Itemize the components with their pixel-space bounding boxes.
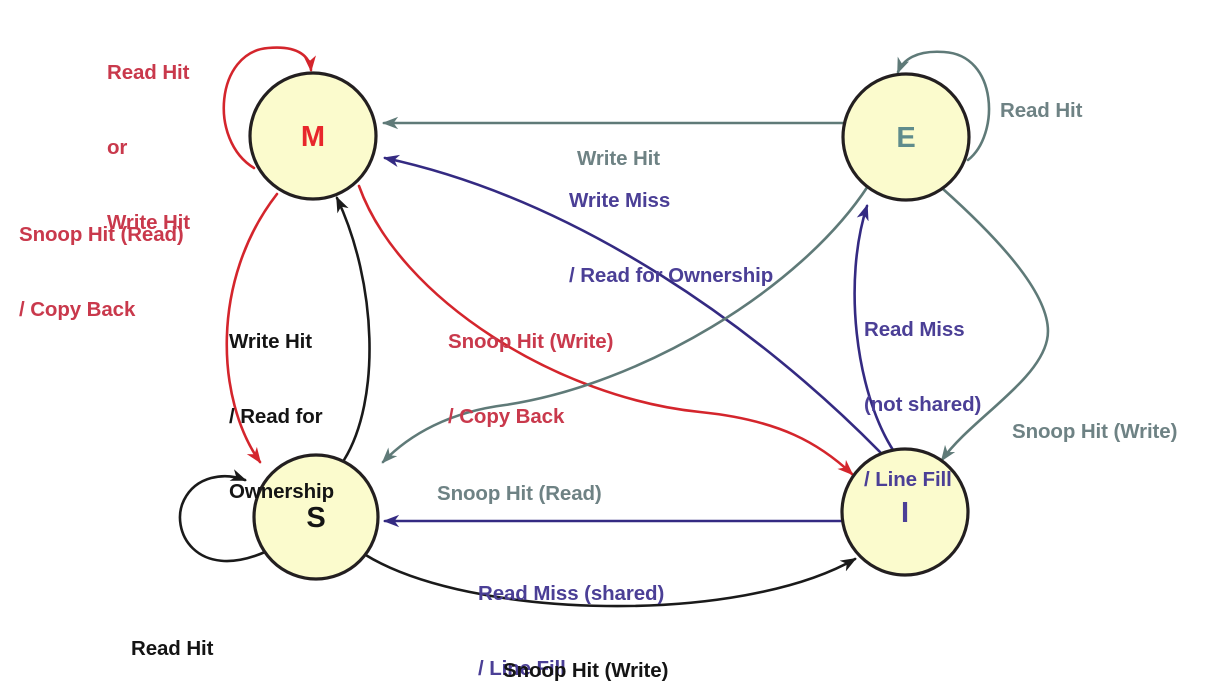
state-label-s: S [306,502,325,534]
state-node-e[interactable]: E [841,72,971,202]
edge-label-e-to-i: Snoop Hit (Write) [1012,420,1178,443]
state-label-e: E [896,122,915,154]
edge-i-to-m [383,154,882,454]
edge-label-e-to-s: Snoop Hit (Read) [437,482,602,505]
state-node-s[interactable]: S [252,453,380,581]
state-circle-e[interactable] [841,72,971,202]
state-circle-s[interactable] [252,453,380,581]
edge-m-self [222,46,316,170]
edge-label-i-to-m: Write Miss / Read for Ownership [569,189,774,287]
state-label-i: I [901,497,909,529]
state-circle-i[interactable] [840,447,970,577]
edge-label-i-to-e: Read Miss (not shared) / Line Fill [864,318,982,491]
edge-label-m-to-s: Snoop Hit (Read) / Copy Back [19,223,184,321]
state-node-i[interactable]: I [840,447,970,577]
edge-i-to-e [853,204,895,452]
edge-m-to-i [357,184,854,476]
edge-s-to-m [335,196,371,462]
edge-label-e-self: Read Hit [1000,99,1083,122]
edge-e-to-i [940,187,1050,462]
state-label-m: M [301,121,325,153]
edge-m-to-s [225,192,279,464]
edge-label-i-to-s: Read Miss (shared) / Line Fill [478,582,665,680]
state-node-m[interactable]: M [248,71,378,201]
edge-s-self [178,469,267,563]
edge-s-to-i [362,552,857,608]
edge-e-to-s [381,184,870,464]
edge-label-m-self: Read Hit or Write Hit [107,61,191,234]
edge-label-m-to-i: Snoop Hit (Write) / Copy Back [448,330,614,428]
edge-label-s-self: Read Hit or Snoop Hit (Read) [131,637,214,660]
edge-label-e-to-m: Write Hit [577,147,661,170]
edge-label-s-to-m: Write Hit / Read for Ownership [229,330,335,503]
edge-e-self [896,50,991,162]
state-circle-m[interactable] [248,71,378,201]
edge-label-s-to-i: Snoop Hit (Write) [503,659,669,682]
